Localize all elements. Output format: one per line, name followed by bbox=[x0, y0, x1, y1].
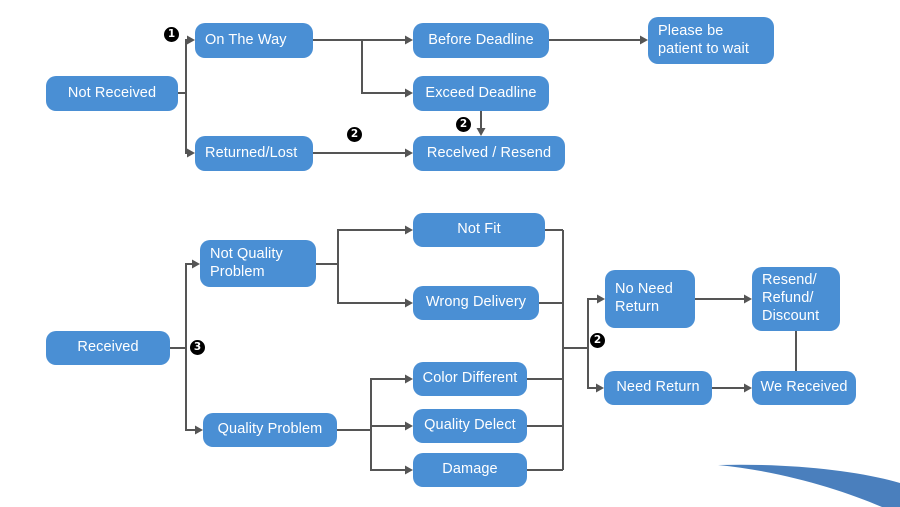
marker-2-returned-lost: 2 bbox=[347, 127, 362, 142]
arrow-damage-icon bbox=[405, 465, 413, 475]
node-need_return[interactable]: Need Return bbox=[604, 371, 712, 405]
arrow-received-resend-h-icon bbox=[405, 148, 413, 158]
arrow-quality-problem-icon bbox=[195, 425, 203, 435]
edge-received-to-quality-problem bbox=[170, 347, 199, 431]
node-before_deadline[interactable]: Before Deadline bbox=[413, 23, 549, 58]
arrow-returned-lost-icon bbox=[187, 148, 195, 158]
arrow-please-wait-icon bbox=[640, 35, 648, 45]
node-returned_lost[interactable]: Returned/Lost bbox=[195, 136, 313, 171]
node-received[interactable]: Received bbox=[46, 331, 170, 365]
arrow-quality-delect-icon bbox=[405, 421, 413, 431]
node-exceed_deadline[interactable]: Exceed Deadline bbox=[413, 76, 549, 111]
arrow-color-different-icon bbox=[405, 374, 413, 384]
marker-3-branch-received: 3 bbox=[190, 340, 205, 355]
edge-branch-to-need-return bbox=[587, 348, 600, 389]
arrow-wrong-delivery-icon bbox=[405, 298, 413, 308]
arrow-no-need-return-icon bbox=[597, 294, 605, 304]
node-resend_refund[interactable]: Resend/ Refund/ Discount bbox=[752, 267, 840, 331]
arrow-exceed-deadline-icon bbox=[405, 88, 413, 98]
edge-quality-problem-to-damage bbox=[370, 430, 409, 471]
node-not_quality[interactable]: Not Quality Problem bbox=[200, 240, 316, 287]
node-damage[interactable]: Damage bbox=[413, 453, 527, 487]
decorative-swoosh-icon bbox=[718, 464, 900, 507]
node-not_received[interactable]: Not Received bbox=[46, 76, 178, 111]
node-received_resend[interactable]: Recelved / Resend bbox=[413, 136, 565, 171]
node-wrong_delivery[interactable]: Wrong Delivery bbox=[413, 286, 539, 320]
arrow-not-quality-icon bbox=[192, 259, 200, 269]
node-not_fit[interactable]: Not Fit bbox=[413, 213, 545, 247]
node-we_received[interactable]: We Received bbox=[752, 371, 856, 405]
marker-2-exceed-deadline: 2 bbox=[456, 117, 471, 132]
arrow-received-resend-v-icon bbox=[476, 128, 486, 136]
node-quality_problem[interactable]: Quality Problem bbox=[203, 413, 337, 447]
edge-not-quality-to-wrong-delivery bbox=[337, 264, 409, 304]
marker-1-branch-not-received: 1 bbox=[164, 27, 179, 42]
arrow-resend-refund-icon bbox=[744, 294, 752, 304]
marker-2-return-branch: 2 bbox=[590, 333, 605, 348]
edge-not-received-to-on-the-way bbox=[178, 39, 191, 94]
arrow-on-the-way-icon bbox=[187, 35, 195, 45]
edge-not-quality-to-not-fit bbox=[316, 229, 409, 265]
node-please_be_patient[interactable]: Please be patient to wait bbox=[648, 17, 774, 64]
arrow-before-deadline-icon bbox=[405, 35, 413, 45]
node-no_need_return[interactable]: No Need Return bbox=[605, 270, 695, 328]
node-on_the_way[interactable]: On The Way bbox=[195, 23, 313, 58]
node-quality_delect[interactable]: Quality Delect bbox=[413, 409, 527, 443]
edge-quality-problem-to-quality-delect bbox=[370, 425, 409, 430]
edge-received-to-not-quality bbox=[170, 263, 196, 349]
arrow-not-fit-icon bbox=[405, 225, 413, 235]
edge-quality-problem-to-color-diff bbox=[337, 378, 409, 431]
node-color_different[interactable]: Color Different bbox=[413, 362, 527, 396]
edge-not-received-to-returned-lost bbox=[178, 92, 191, 154]
edge-on-the-way-to-exceed-deadline bbox=[361, 40, 409, 94]
arrow-need-return-icon bbox=[596, 383, 604, 393]
arrow-we-received-icon bbox=[744, 383, 752, 393]
